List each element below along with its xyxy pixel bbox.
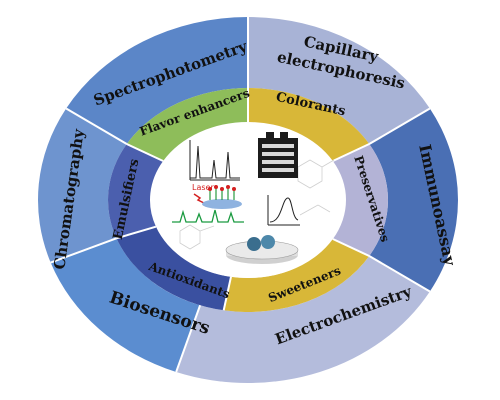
outer-segment-immunoassay	[369, 108, 458, 292]
inner-segment-flavor-enhancers	[126, 88, 248, 161]
outer-segment-biosensors	[50, 238, 201, 372]
inner-segment-sweeteners	[223, 239, 370, 312]
inner-separator	[116, 225, 157, 240]
outer-separator	[368, 107, 431, 145]
outer-segment-capillary-electrophoresis	[248, 17, 430, 144]
inner-separator	[332, 238, 370, 257]
outer-separator	[368, 255, 431, 293]
outer-segment-chromatography	[37, 108, 127, 263]
biosensor-chip-figure	[225, 235, 299, 264]
outer-separator	[175, 304, 202, 373]
segment-separators	[50, 17, 431, 373]
inner-segment-antioxidants	[116, 226, 231, 311]
outer-ring	[37, 17, 458, 383]
outer-segment-spectrophotometry	[66, 17, 248, 144]
spectrum-trace	[172, 209, 244, 223]
inner-ring	[108, 88, 388, 312]
inner-separator	[332, 143, 370, 162]
laser-label: Laser	[192, 183, 214, 192]
outer-separator	[50, 237, 117, 264]
chemical-structure-sketch	[179, 159, 335, 250]
laser-sers-figure: Laser	[192, 183, 242, 209]
instrument-icon	[258, 132, 298, 178]
inner-segment-preservatives	[332, 144, 388, 256]
electrochemical-curve	[267, 195, 300, 226]
inner-segment-colorants	[248, 88, 370, 161]
outer-segment-electrochemistry	[176, 256, 430, 383]
chromatogram-figure	[189, 140, 240, 181]
inner-separator	[222, 276, 232, 311]
inner-separator	[126, 143, 164, 162]
laser-beam	[193, 193, 207, 205]
inner-segment-emulsifiers	[108, 144, 164, 239]
outer-separator	[65, 107, 128, 145]
